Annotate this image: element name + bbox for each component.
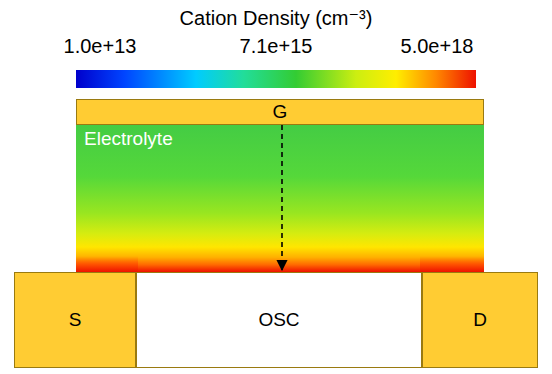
- semiconductor-layer: OSC: [136, 272, 422, 368]
- source-electrode: S: [14, 272, 136, 368]
- node-label: OSC: [258, 310, 299, 331]
- drain-electrode: D: [422, 272, 538, 368]
- gate-electrode: G: [76, 99, 484, 125]
- colorbar-tick: 7.1e+15: [240, 35, 313, 58]
- electrolyte-region: Electrolyte: [76, 125, 484, 272]
- node-label: S: [69, 310, 82, 331]
- field-direction-arrow: [281, 125, 283, 270]
- colorbar: [76, 70, 476, 88]
- node-label: G: [273, 102, 288, 123]
- colorbar-title: Cation Density (cm⁻³): [180, 6, 373, 30]
- electrolyte-fill: [76, 125, 484, 272]
- node-label: D: [473, 310, 487, 331]
- colorbar-tick: 1.0e+13: [64, 35, 137, 58]
- edge-accumulation: [76, 256, 138, 272]
- colorbar-tick: 5.0e+18: [401, 35, 474, 58]
- node-label: Electrolyte: [84, 129, 173, 150]
- edge-accumulation: [420, 256, 484, 272]
